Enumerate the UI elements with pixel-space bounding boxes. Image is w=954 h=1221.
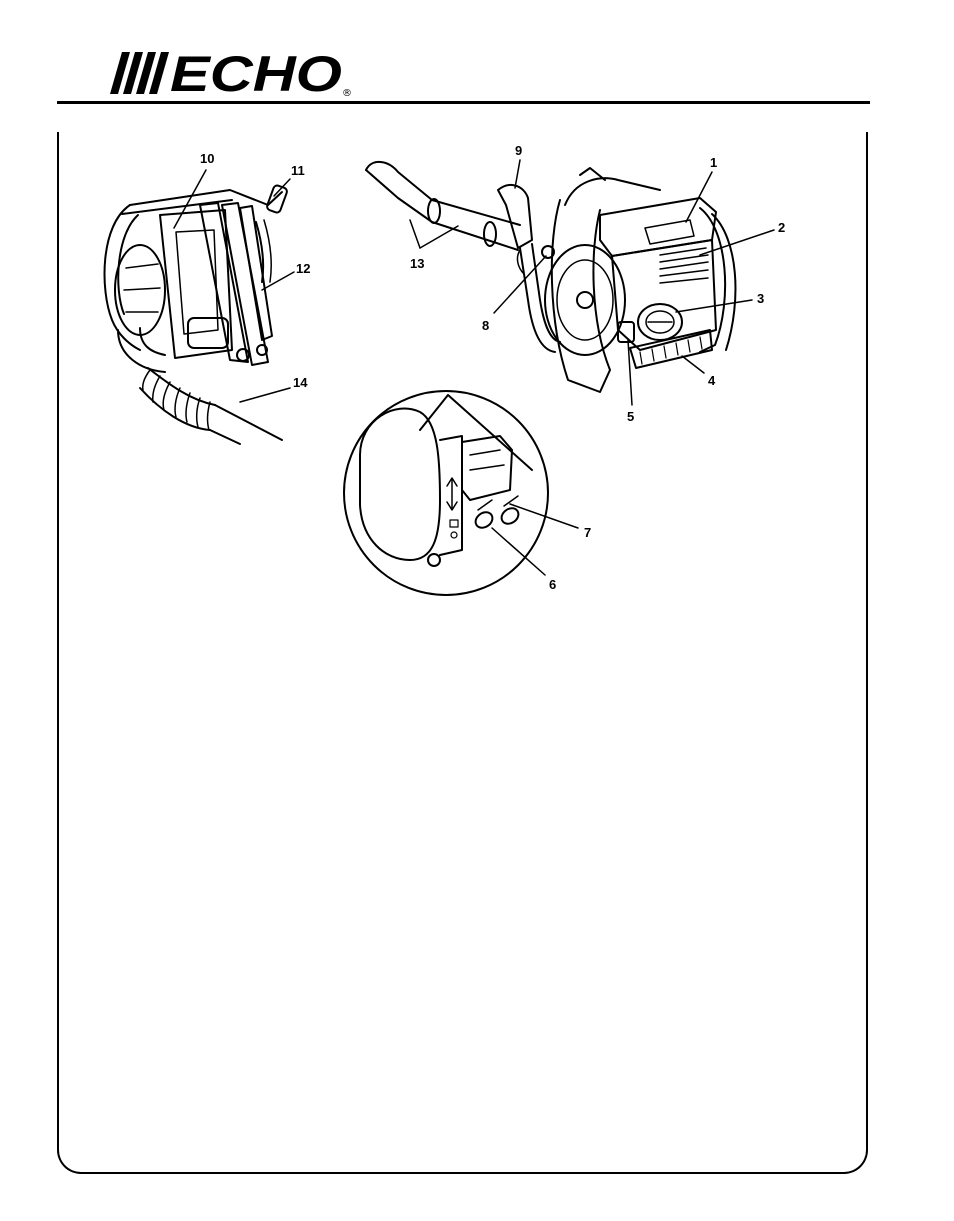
callout-4: 4 <box>708 373 716 388</box>
blower-rear-view <box>105 184 289 444</box>
callout-7: 7 <box>584 525 591 540</box>
callout-14: 14 <box>293 375 308 390</box>
blower-front-view <box>366 162 735 392</box>
callout-1: 1 <box>710 155 717 170</box>
callout-12: 12 <box>296 261 310 276</box>
callout-13: 13 <box>410 256 424 271</box>
callout-10: 10 <box>200 151 214 166</box>
callout-3: 3 <box>757 291 764 306</box>
callout-6: 6 <box>549 577 556 592</box>
callout-11: 11 <box>291 163 305 178</box>
callout-2: 2 <box>778 220 785 235</box>
callout-8: 8 <box>482 318 489 333</box>
callout-9: 9 <box>515 143 522 158</box>
carburetor-detail-view <box>344 391 548 595</box>
callout-5: 5 <box>627 409 634 424</box>
